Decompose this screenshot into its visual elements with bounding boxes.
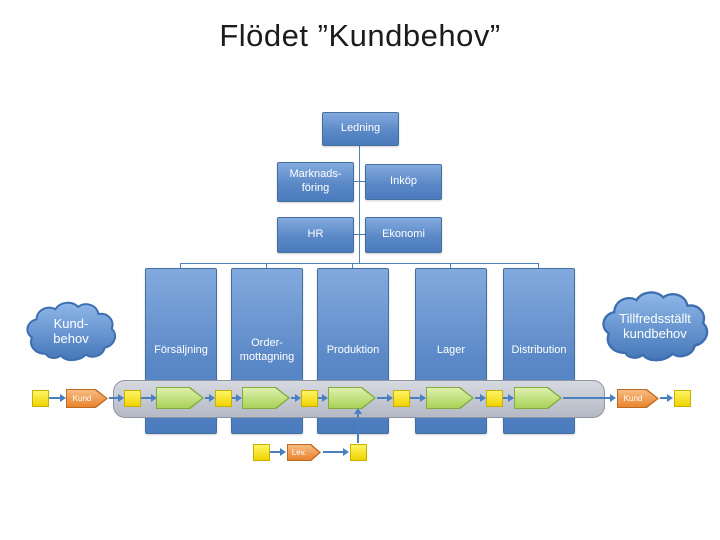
- flow-connector-arrow: [109, 394, 124, 402]
- org-connector-stub: [538, 263, 539, 270]
- slide-title: Flödet ”Kundbehov”: [219, 18, 501, 53]
- flow-connector-arrow: [232, 394, 242, 402]
- org-connector-stub: [450, 263, 451, 270]
- org-box-hr: HR: [277, 217, 354, 253]
- flow-connector-arrow: [205, 394, 215, 402]
- flow-connector-arrow: [291, 394, 301, 402]
- milestone-square: [124, 390, 141, 407]
- flow-connector-arrow: [377, 394, 393, 402]
- org-box-marknadsforing: Marknads- föring: [277, 162, 354, 202]
- flow-connector-arrow: [475, 394, 486, 402]
- customer-need-label: Kund- behov: [53, 316, 89, 346]
- milestone-square: [301, 390, 318, 407]
- customer-inflow-label: Kund: [72, 394, 92, 403]
- supplier-arrow: Lev.: [287, 444, 321, 461]
- satisfied-need-label: Tillfredsställt kundbehov: [619, 311, 691, 341]
- customer-outflow-label: Kund: [623, 394, 643, 403]
- customer-outflow-arrow: Kund: [617, 389, 659, 408]
- milestone-square: [215, 390, 232, 407]
- org-connector-row2: [352, 234, 365, 235]
- supplier-feed-arrow: [354, 408, 362, 443]
- flow-connector-arrow: [141, 394, 157, 402]
- flow-exit-arrow: [563, 394, 616, 402]
- org-box-inkop: Inköp: [365, 164, 442, 200]
- supplier-label: Lev.: [291, 448, 307, 457]
- org-connector-stub: [266, 263, 267, 270]
- satisfied-need-cloud: Tillfredsställt kundbehov: [596, 290, 714, 364]
- milestone-square: [253, 444, 270, 461]
- customer-need-cloud: Kund- behov: [24, 297, 118, 367]
- flow-connector-arrow: [323, 448, 349, 456]
- customer-inflow-arrow: Kund: [66, 389, 108, 408]
- org-connector-stub: [180, 263, 181, 270]
- flow-connector-arrow: [410, 394, 426, 402]
- milestone-square: [32, 390, 49, 407]
- process-arrow: [328, 387, 376, 409]
- org-connector-row1: [352, 181, 365, 182]
- process-arrow: [242, 387, 290, 409]
- org-connector-stub: [352, 263, 353, 270]
- flow-connector-arrow: [270, 448, 286, 456]
- org-connector-spine: [359, 144, 360, 263]
- milestone-square: [486, 390, 503, 407]
- org-box-ledning: Ledning: [322, 112, 399, 146]
- milestone-square: [350, 444, 367, 461]
- milestone-square: [393, 390, 410, 407]
- flow-connector-arrow: [660, 394, 673, 402]
- org-box-ekonomi: Ekonomi: [365, 217, 442, 253]
- flow-connector-arrow: [49, 394, 66, 402]
- flow-connector-arrow: [503, 394, 514, 402]
- process-arrow: [514, 387, 562, 409]
- cloud-icon: [26, 301, 117, 362]
- process-arrow: [156, 387, 204, 409]
- milestone-square: [674, 390, 691, 407]
- flow-connector-arrow: [318, 394, 328, 402]
- process-arrow: [426, 387, 474, 409]
- cloud-icon: [602, 291, 709, 362]
- org-connector-main: [180, 263, 539, 264]
